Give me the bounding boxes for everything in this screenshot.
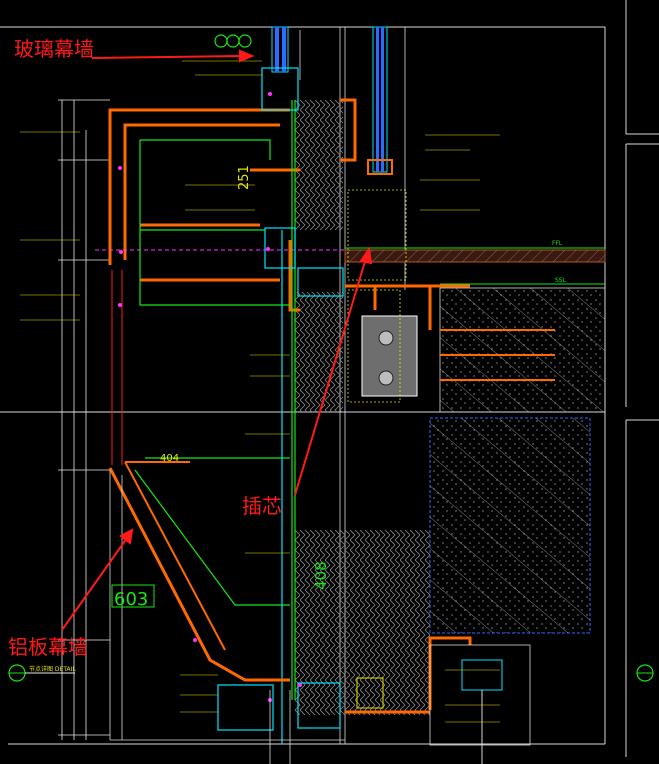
wall-hatch-mid (295, 292, 343, 412)
slab-diagonals (440, 288, 605, 412)
label-glass-curtain-wall: 玻璃幕墙 (14, 37, 94, 61)
lower-anchor-box (356, 677, 384, 709)
glass-mullion-top (271, 26, 393, 175)
dimension-251: 251 (237, 165, 252, 190)
bottom-lines (110, 690, 345, 764)
green-lines (134, 100, 296, 700)
aluminum-profile-upper (108, 98, 470, 330)
level-label-ffl: FFL (552, 240, 563, 247)
label-aluminum-curtain-wall: 铝板幕墙 (8, 635, 88, 659)
left-dimension-lines (58, 99, 110, 740)
cyan-profiles (217, 67, 344, 744)
dimension-404: 404 (160, 453, 179, 464)
detail-marker-circles (214, 34, 252, 48)
floor-slab-hatch (345, 250, 605, 262)
detail-title: 节点详图 DETAIL (29, 665, 76, 673)
wall-hatch-lower (295, 530, 430, 715)
slab-lower-diagonals (430, 418, 590, 633)
leader-notes (20, 60, 500, 723)
lower-right-support (429, 644, 531, 746)
detail-title-marker (8, 664, 654, 682)
anchor-bolts (440, 329, 555, 381)
red-vertical-lines (111, 270, 123, 465)
dimension-408: 408 (312, 561, 330, 590)
dimension-603-box (111, 584, 155, 608)
dimension-603: 603 (114, 589, 148, 610)
level-label-ssl: SSL (555, 277, 567, 284)
aluminum-panel-lower (108, 461, 290, 740)
label-insert-core: 插芯 (242, 494, 282, 518)
annotation-arrows (61, 49, 373, 631)
embedded-plate (347, 189, 418, 403)
wall-hatch-upper (295, 100, 343, 230)
